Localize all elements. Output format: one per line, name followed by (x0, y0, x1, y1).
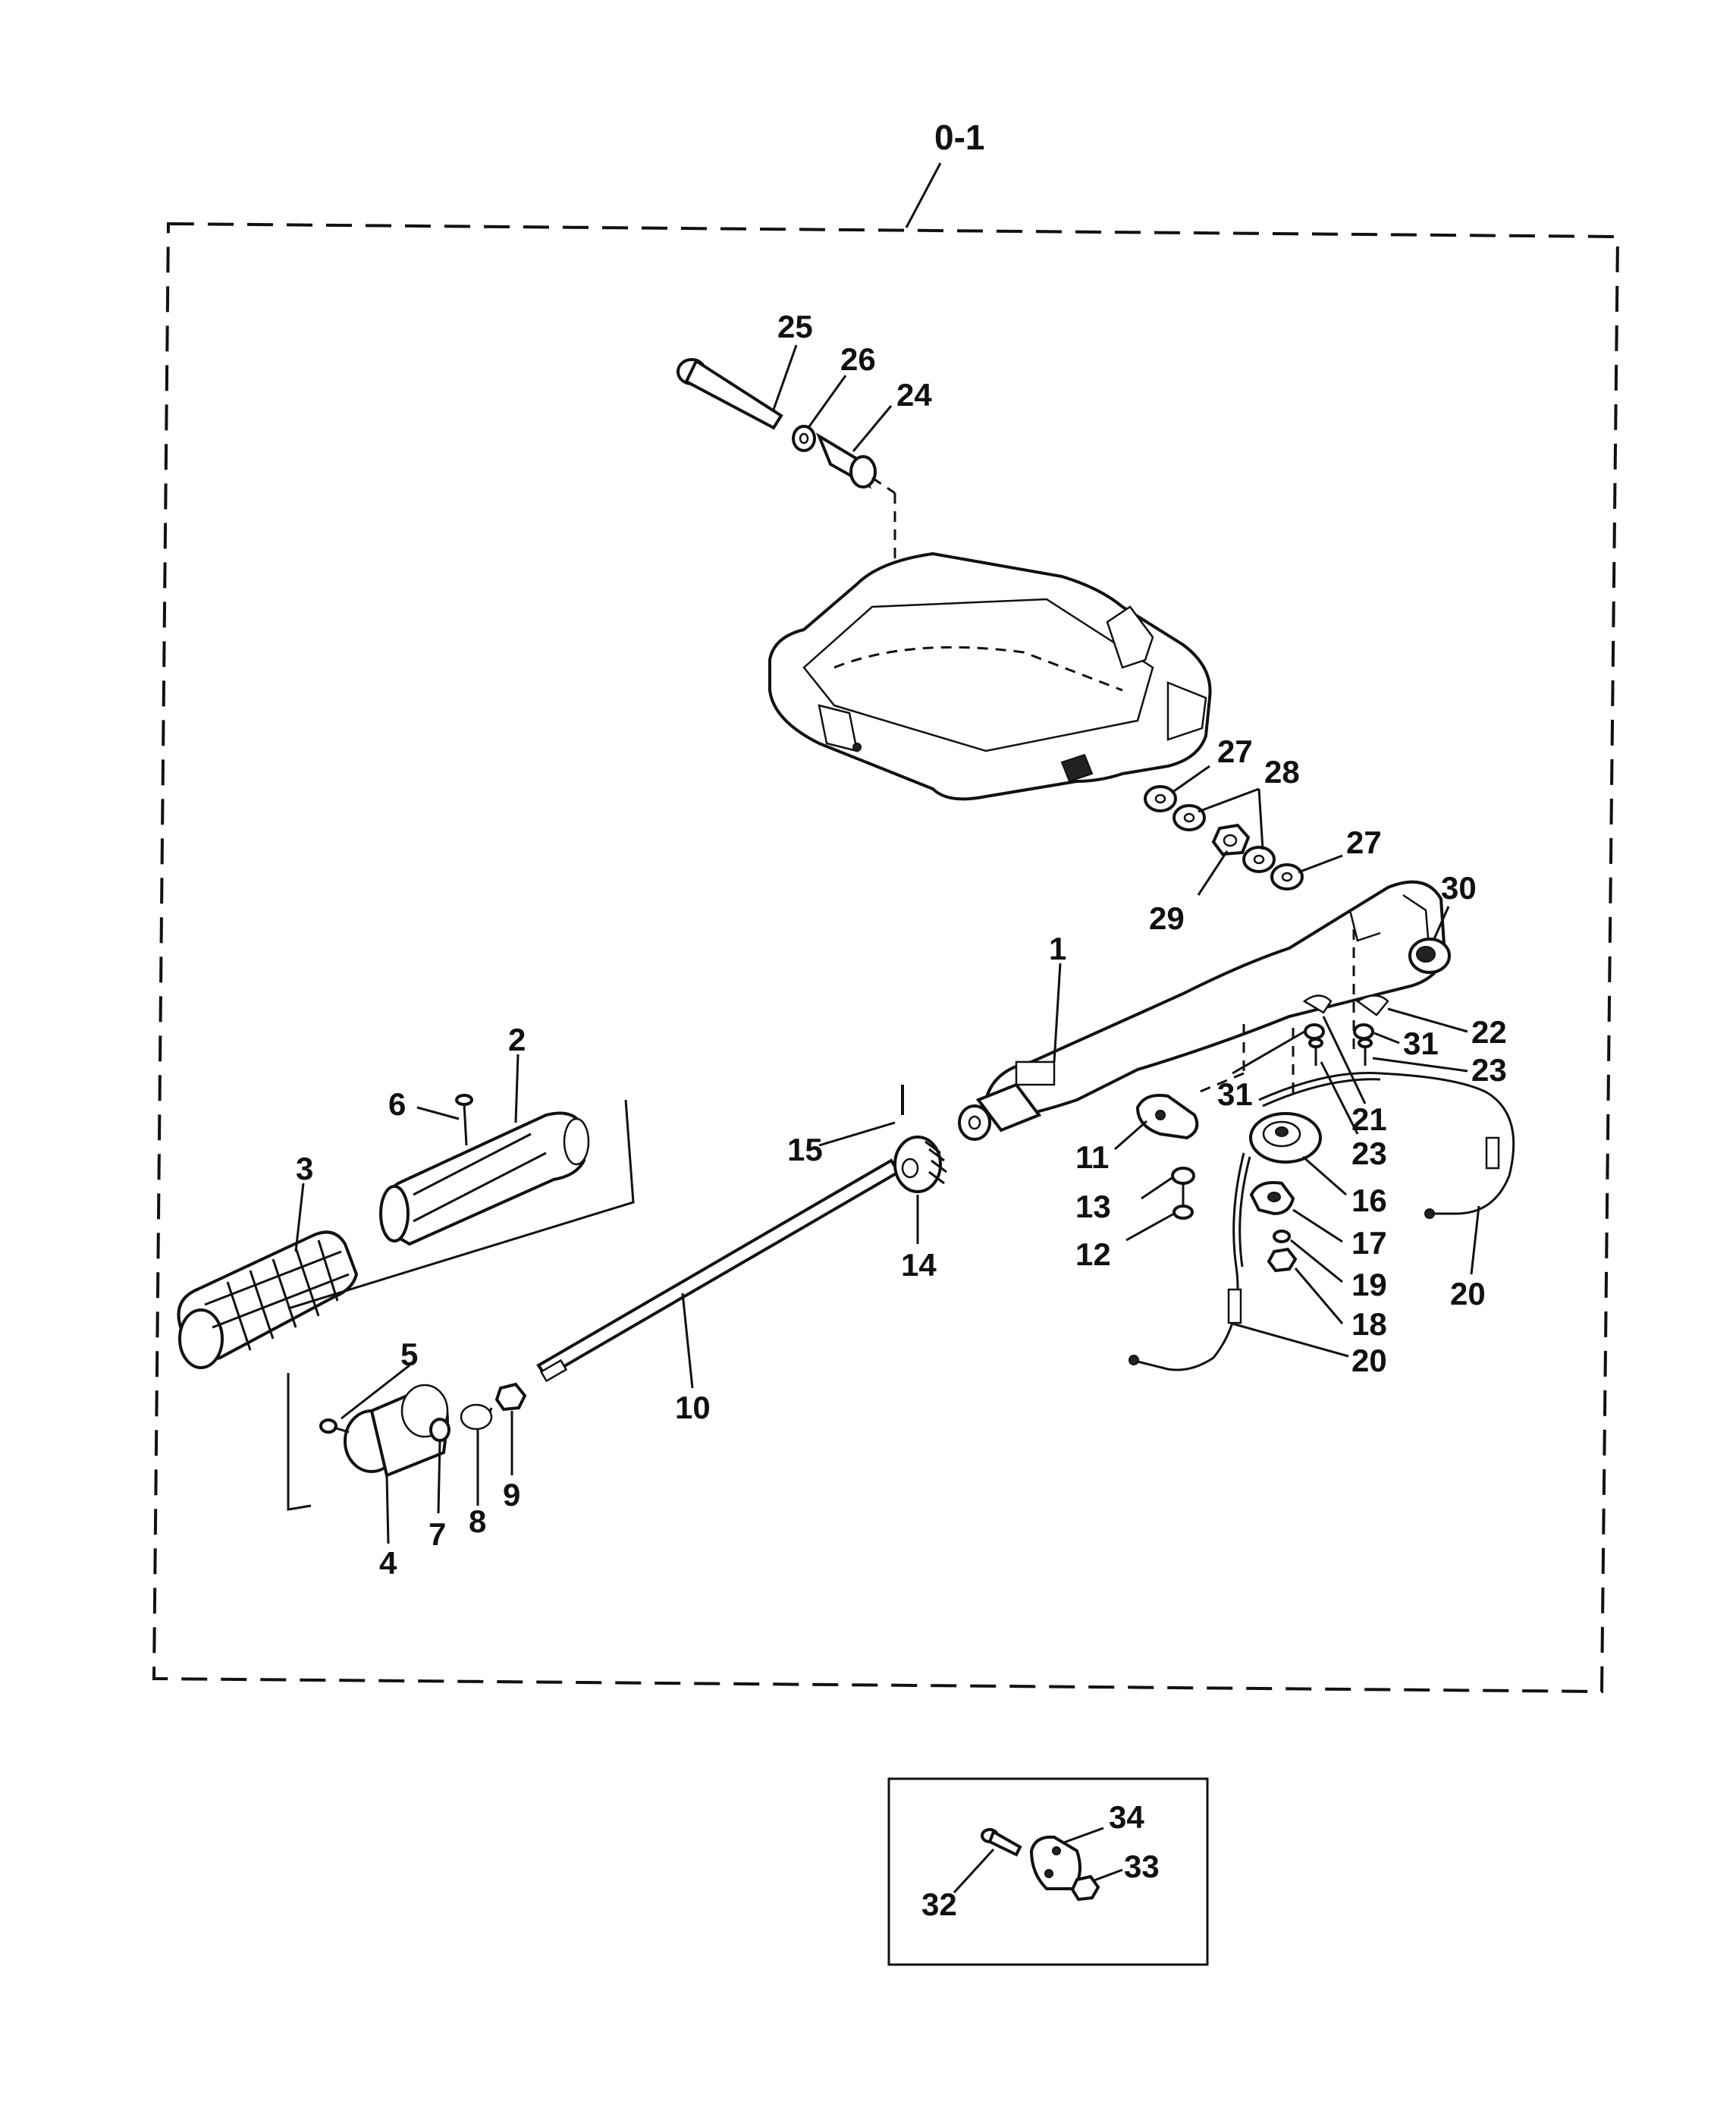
assembly-label: 0-1 (934, 118, 984, 157)
collar-4 (344, 1384, 450, 1478)
callout-2: 2 (508, 1022, 526, 1057)
callout-16: 16 (1351, 1183, 1387, 1218)
spring-8 (460, 1403, 493, 1431)
washer-31-right (1353, 1023, 1374, 1040)
callout-25: 25 (777, 309, 813, 344)
callout-29: 29 (1149, 900, 1185, 936)
assembly-boundary (152, 221, 1620, 1694)
bracket-34 (1029, 1835, 1081, 1890)
callout-1: 1 (1049, 931, 1066, 966)
callout-11: 11 (1075, 1139, 1109, 1175)
callout-30: 30 (1441, 870, 1477, 906)
nut-29 (1211, 823, 1251, 856)
nut-18 (1267, 1247, 1298, 1273)
callout-23-lower: 23 (1351, 1136, 1387, 1171)
stop-switch-16 (1249, 1112, 1322, 1164)
wire-lead-20-right (1258, 1071, 1515, 1219)
clip-21 (1302, 994, 1333, 1014)
gear-14 (893, 1136, 947, 1193)
callout-27-lower: 27 (1346, 825, 1382, 860)
leader-lines (294, 344, 1480, 1544)
callout-31-right: 31 (1403, 1026, 1439, 1061)
knob-30 (1408, 938, 1451, 974)
callout-23-right: 23 (1471, 1052, 1507, 1088)
washer-13 (1171, 1167, 1195, 1185)
bolt-32 (981, 1828, 1022, 1857)
callout-22: 22 (1471, 1014, 1507, 1050)
throttle-sleeve-2 (379, 1111, 590, 1246)
callout-3: 3 (296, 1151, 313, 1186)
callout-14: 14 (901, 1247, 937, 1283)
screw-5 (319, 1418, 350, 1434)
screw-23-left (1308, 1038, 1323, 1066)
callout-4: 4 (379, 1545, 397, 1581)
callout-24: 24 (896, 377, 932, 413)
callout-28: 28 (1264, 754, 1300, 790)
nut-9 (494, 1382, 527, 1412)
callout-8: 8 (469, 1503, 486, 1539)
callout-15: 15 (787, 1132, 823, 1167)
callout-5: 5 (400, 1337, 418, 1372)
callout-10: 10 (675, 1390, 711, 1425)
washer-31-left (1304, 1023, 1325, 1040)
tiller-arm (958, 880, 1447, 1141)
callout-7: 7 (429, 1516, 446, 1552)
callout-32: 32 (921, 1886, 957, 1922)
inset-box (887, 1777, 1209, 1966)
screw-6 (455, 1094, 473, 1146)
grip-3 (177, 1230, 359, 1369)
callout-21: 21 (1351, 1101, 1387, 1137)
bolt-25 (677, 358, 783, 430)
wire-lead-20-left (1129, 1152, 1251, 1371)
callout-labels: 1 2 3 4 5 6 7 8 9 10 11 12 13 14 15 16 1… (296, 309, 1507, 1922)
screw-23-right (1358, 1038, 1373, 1066)
callout-18: 18 (1351, 1306, 1387, 1342)
nut-33 (1070, 1874, 1100, 1902)
callout-20-left: 20 (1351, 1343, 1387, 1378)
plate-17 (1249, 1181, 1295, 1216)
swivel-bracket (768, 551, 1212, 801)
throttle-shaft-10 (536, 1158, 901, 1383)
washer-7 (429, 1418, 450, 1442)
callout-20-right: 20 (1450, 1276, 1486, 1312)
screw-12 (1173, 1183, 1194, 1220)
assembly-label-leader (905, 162, 942, 228)
callout-19: 19 (1351, 1267, 1387, 1302)
callout-33: 33 (1124, 1849, 1160, 1884)
callout-17: 17 (1351, 1225, 1387, 1261)
callout-12: 12 (1075, 1236, 1111, 1272)
bushing-24 (815, 432, 877, 489)
lockwasher-19 (1273, 1230, 1291, 1243)
callout-34: 34 (1109, 1799, 1144, 1835)
callout-27-upper: 27 (1217, 734, 1253, 769)
callout-6: 6 (388, 1086, 406, 1122)
plate-11 (1135, 1094, 1199, 1140)
mounting-bracket-group (677, 358, 1304, 891)
grip-inset-outline (287, 1099, 635, 1310)
callout-31-left: 31 (1217, 1076, 1253, 1112)
callout-13: 13 (1075, 1189, 1111, 1224)
callout-9: 9 (503, 1477, 520, 1513)
clip-22 (1355, 994, 1389, 1016)
callout-26: 26 (840, 341, 876, 377)
